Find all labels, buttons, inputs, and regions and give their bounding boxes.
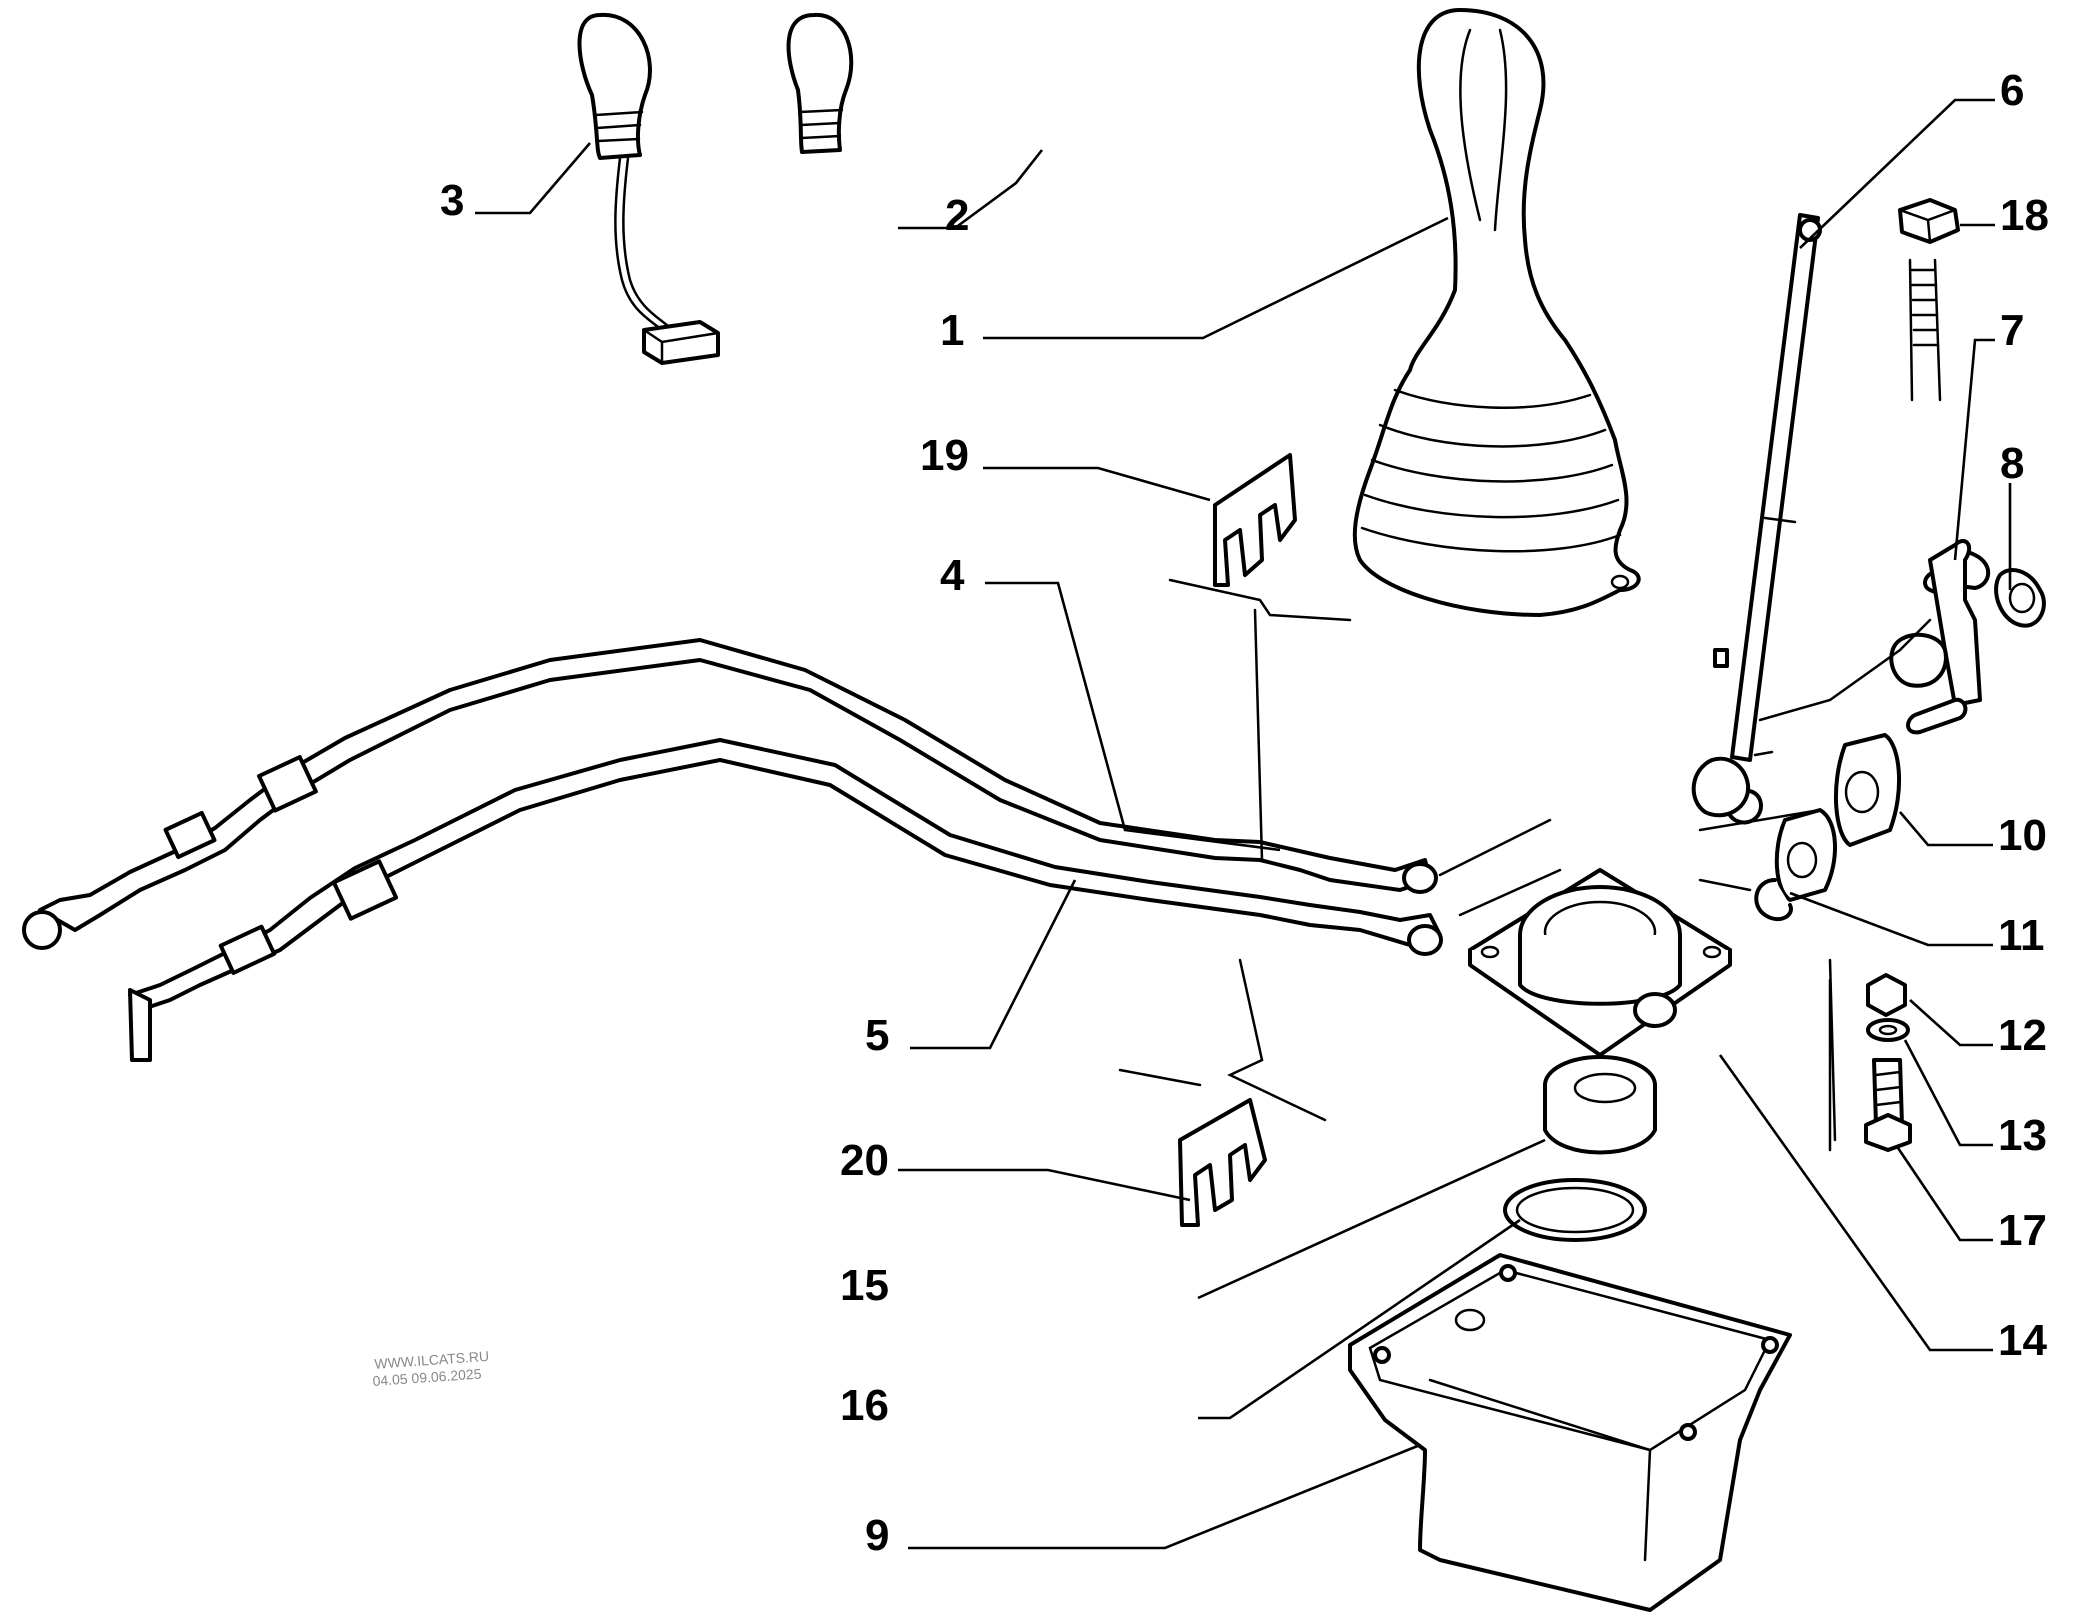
part-10-bushings: [1774, 733, 1901, 902]
callout-12: 12: [1998, 1011, 2047, 1060]
callout-6: 6: [2000, 66, 2024, 115]
part-20-cable-clip: [1178, 1098, 1267, 1227]
part-6-selector-rod: [1691, 213, 1822, 825]
part-15-cup: [1543, 1055, 1657, 1155]
part-9-base-housing: [1348, 1253, 1792, 1612]
callout-2: 2: [945, 191, 969, 240]
part-4-gear-selection-cable: [22, 638, 1438, 950]
callout-9: 9: [865, 1511, 889, 1560]
watermark: WWW.ILCATS.RU 04.05 09.06.2025: [372, 1348, 490, 1389]
part-8-bushing: [1994, 568, 2046, 628]
part-13-washer: [1866, 1018, 1910, 1042]
part-18-nut-and-stud: [1898, 198, 1960, 402]
callout-labels: 1 2 3 4 5 6 7 8 9 10 11 12 13 14 15 16 1…: [440, 66, 2049, 1560]
part-5-gear-shift-cable: [128, 738, 1443, 1062]
part-7-selector-bracket: [1889, 539, 1991, 735]
callout-16: 16: [840, 1381, 889, 1430]
watermark-line-2: 04.05 09.06.2025: [372, 1365, 482, 1389]
watermark-line-1: WWW.ILCATS.RU: [374, 1348, 490, 1372]
callout-5: 5: [865, 1011, 889, 1060]
callout-14: 14: [1998, 1316, 2047, 1365]
callout-20: 20: [840, 1136, 889, 1185]
callout-8: 8: [2000, 439, 2024, 488]
part-12-nut: [1866, 973, 1907, 1017]
part-3-knob-with-switch: [577, 12, 720, 365]
part-17-bolt: [1864, 1058, 1912, 1152]
callout-10: 10: [1998, 811, 2047, 860]
part-1-gear-lever-boot: [1352, 8, 1641, 617]
callout-19: 19: [920, 431, 969, 480]
callout-7: 7: [2000, 306, 2024, 355]
callout-3: 3: [440, 176, 464, 225]
part-11-clip: [1754, 878, 1793, 922]
callout-15: 15: [840, 1261, 889, 1310]
callout-17: 17: [1998, 1206, 2047, 1255]
leader-lines: [475, 98, 2012, 1550]
callout-11: 11: [1998, 911, 2045, 960]
callout-18: 18: [2000, 191, 2049, 240]
part-14-lever-housing: [1468, 868, 1732, 1057]
callout-13: 13: [1998, 1111, 2047, 1160]
callout-1: 1: [940, 306, 964, 355]
part-19-cable-clip: [1213, 453, 1297, 587]
part-16-o-ring: [1503, 1178, 1647, 1242]
part-2-knob: [786, 12, 854, 154]
callout-4: 4: [940, 551, 965, 600]
phantom-lines: [1118, 578, 1932, 1152]
